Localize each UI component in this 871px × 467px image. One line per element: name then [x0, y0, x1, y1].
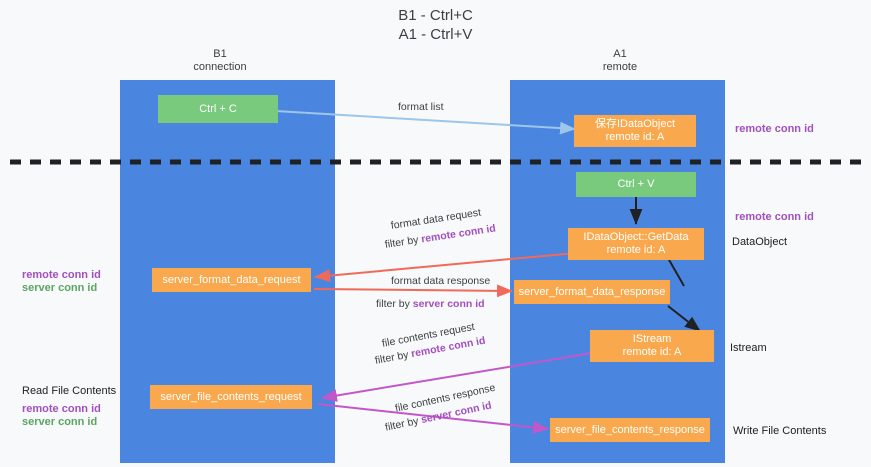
annotation-right-remote-conn-id-top: remote conn id	[735, 123, 814, 135]
node-idataobject-getdata-line1: IDataObject::GetData	[583, 231, 689, 243]
edge-getdata-down	[667, 257, 685, 287]
edge-format-data-request	[314, 252, 577, 282]
edge-response-to-istream	[667, 305, 701, 332]
edge-label-format-data-response-filter: filter by server conn id	[376, 298, 485, 311]
lane-header-a1-line2: remote	[602, 61, 638, 73]
node-ctrl-v[interactable]: Ctrl + V	[576, 172, 696, 197]
page-title: B1 - Ctrl+C A1 - Ctrl+V	[0, 6, 871, 44]
title-line-2: A1 - Ctrl+V	[398, 26, 473, 43]
node-ctrl-c-label: Ctrl + C	[199, 102, 237, 115]
lane-header-a1: A1 remote	[540, 48, 700, 74]
edge-file-contents-response	[317, 403, 549, 434]
node-server-file-contents-response[interactable]: server_file_contents_response	[550, 418, 710, 442]
node-server-file-contents-request-label: server_file_contents_request	[160, 390, 302, 403]
edge-label-format-data-response: format data response	[391, 275, 491, 287]
filter-prefix: filter by	[376, 298, 413, 310]
node-save-idataobject[interactable]: 保存IDataObject remote id: A	[574, 115, 696, 147]
edge-label-format-list: format list	[398, 101, 444, 113]
node-istream-line1: IStream	[632, 333, 672, 345]
node-server-format-data-request-label: server_format_data_request	[162, 273, 301, 286]
annotation-right-write-file-contents: Write File Contents	[733, 425, 827, 437]
node-istream[interactable]: IStream remote id: A	[590, 330, 714, 362]
lane-header-b1-line2: connection	[193, 61, 247, 73]
edge-format-list	[275, 110, 576, 135]
lane-header-b1: B1 connection	[140, 48, 300, 74]
node-idataobject-getdata[interactable]: IDataObject::GetData remote id: A	[568, 228, 704, 260]
lane-header-b1-line1: B1	[213, 48, 227, 60]
node-server-file-contents-request[interactable]: server_file_contents_request	[150, 385, 312, 409]
node-idataobject-getdata-line2: remote id: A	[606, 244, 666, 256]
filter-key-server-conn-id: server conn id	[412, 298, 485, 310]
annotation-right-remote-conn-id-mid: remote conn id	[735, 211, 814, 223]
lane-header-a1-line1: A1	[613, 48, 627, 60]
annotation-left-server-conn-id-bot: server conn id	[22, 416, 98, 428]
edge-file-contents-request	[321, 352, 593, 402]
node-server-format-data-response[interactable]: server_format_data_response	[514, 280, 670, 304]
node-server-format-data-request[interactable]: server_format_data_request	[152, 268, 311, 292]
node-istream-line2: remote id: A	[622, 346, 682, 358]
title-line-1: B1 - Ctrl+C	[398, 7, 473, 24]
annotation-right-dataobject: DataObject	[732, 236, 788, 248]
annotation-left-remote-conn-id-mid: remote conn id	[22, 269, 101, 281]
node-server-file-contents-response-label: server_file_contents_response	[555, 423, 705, 436]
edge-format-data-response	[313, 284, 513, 298]
annotation-right-istream: Istream	[730, 342, 767, 354]
annotation-left-remote-conn-id-bot: remote conn id	[22, 403, 101, 415]
node-ctrl-v-label: Ctrl + V	[617, 178, 655, 190]
annotation-left-server-conn-id-mid: server conn id	[22, 282, 98, 294]
node-ctrl-c[interactable]: Ctrl + C	[158, 95, 278, 123]
node-save-idataobject-line1: 保存IDataObject	[594, 118, 676, 130]
node-save-idataobject-line2: remote id: A	[605, 131, 665, 143]
node-server-format-data-response-label: server_format_data_response	[518, 285, 666, 298]
annotation-left-read-file-contents: Read File Contents	[22, 385, 117, 397]
